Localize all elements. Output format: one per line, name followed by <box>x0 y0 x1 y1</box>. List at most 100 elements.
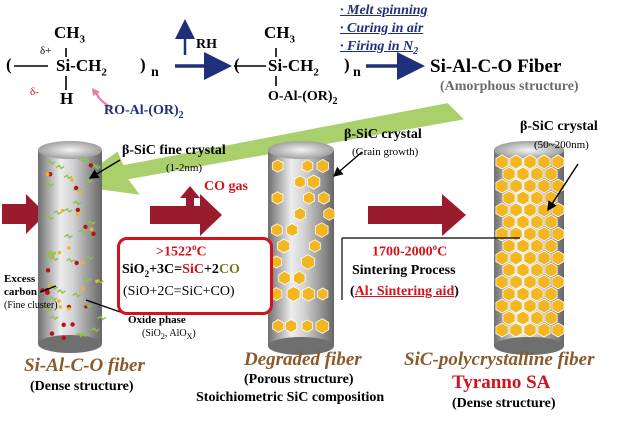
grain-hexagon <box>509 274 523 290</box>
grain-hexagon <box>495 226 509 242</box>
grain-hexagon <box>293 270 306 286</box>
sintering-aid-label: (Al: Sintering aid) <box>350 284 459 299</box>
fine-crystal-size: (1-2nm) <box>166 162 203 174</box>
grain-hexagon <box>516 166 530 182</box>
grain-hexagon <box>495 322 509 338</box>
grain-hexagon <box>544 238 558 254</box>
repeat-n-right: n <box>353 65 361 80</box>
arrow-fiber2-to-fiber3 <box>368 194 466 236</box>
crystal-2-label: β-SiC crystal <box>344 127 422 142</box>
grain-hexagon <box>530 190 544 206</box>
oxide-dot <box>61 335 66 340</box>
carbon-cluster-mark <box>78 228 88 234</box>
fine-crystal-dot <box>89 227 94 231</box>
fiber-1-cylinder <box>38 141 102 353</box>
grain-hexagon <box>509 178 523 194</box>
grain-hexagon <box>502 286 516 302</box>
grain-hexagon <box>316 158 329 174</box>
carbon-cluster-mark <box>82 277 92 283</box>
aluminum-alkoxide: RO-Al-(OR)2 <box>104 103 184 121</box>
methyl-left: CH3 <box>54 23 85 46</box>
carbon-label: carbon <box>4 286 37 298</box>
grain-hexagon <box>523 250 537 266</box>
grain-hexagon <box>301 319 314 333</box>
oxide-dot <box>74 260 79 266</box>
grain-hexagon <box>495 178 509 194</box>
fine-crystal-dot <box>67 245 71 250</box>
carbon-cluster-mark <box>55 164 65 170</box>
grain-hexagon <box>516 238 530 254</box>
grain-hexagon <box>495 202 509 218</box>
pointer-crystal-3 <box>547 163 579 212</box>
grain-hexagon <box>509 226 523 242</box>
silane-chain-right: Si-CH2 <box>268 56 319 79</box>
grain-hexagon <box>516 214 530 230</box>
fiber-1-name: Si-Al-C-O fiber <box>24 355 145 376</box>
hydrogen-label: H <box>60 89 74 108</box>
grain-hexagon <box>502 214 516 230</box>
grain-hexagon <box>301 159 314 173</box>
grain-hexagon <box>516 190 530 206</box>
carbon-cluster-mark <box>43 306 53 312</box>
grain-hexagon <box>278 270 291 286</box>
reaction-temperature: >1522oC <box>156 242 207 260</box>
grain-hexagon <box>315 318 330 334</box>
grain-hexagon <box>323 207 336 221</box>
grain-hexagon <box>509 298 523 314</box>
grain-hexagon <box>544 214 558 230</box>
grain-hexagon <box>537 322 551 338</box>
pointer-excess-carbon <box>39 285 57 293</box>
fine-crystal-dot <box>57 299 61 303</box>
process-step-3: · Firing in N2 <box>340 39 419 57</box>
grain-hexagon <box>537 250 551 266</box>
grain-hexagon <box>301 254 315 270</box>
oxide-dot <box>83 224 88 230</box>
grain-hexagon <box>537 226 551 242</box>
fiber-1-structure: (Dense structure) <box>30 379 134 394</box>
grain-hexagon <box>530 238 544 254</box>
fine-crystal-dot <box>70 178 74 182</box>
fiber-2-composition: Stoichiometric SiC composition <box>196 390 385 405</box>
carbon-cluster-mark <box>82 303 92 308</box>
carbon-cluster-mark <box>46 251 56 257</box>
grain-hexagon <box>516 262 530 278</box>
paren-open-left: ( <box>6 55 12 74</box>
co-gas-label: CO gas <box>204 179 248 194</box>
grain-hexagon <box>272 319 285 333</box>
fiber-1-inclusions <box>40 156 107 340</box>
grain-hexagon <box>271 159 284 173</box>
reaction-equation-2: (SiO+2C=SiC+CO) <box>123 284 235 299</box>
pointer-fine-crystal <box>88 159 121 179</box>
fine-crystal-dot <box>58 305 63 309</box>
fiber-3-name: SiC-polycrystalline fiber <box>404 349 595 370</box>
grain-hexagon <box>551 154 565 170</box>
oxide-dot <box>88 163 94 168</box>
grain-hexagon <box>294 207 307 221</box>
grain-hexagon <box>316 287 329 301</box>
reaction-box <box>117 237 273 315</box>
grain-hexagon <box>516 310 530 326</box>
fiber-2-name: Degraded fiber <box>244 349 362 370</box>
pointer-grain-growth <box>332 151 363 177</box>
grain-hexagon <box>551 298 565 314</box>
grain-hexagon <box>301 286 316 302</box>
grain-hexagon <box>495 154 509 170</box>
grain-hexagon <box>537 154 551 170</box>
grain-hexagon <box>537 298 551 314</box>
fine-crystal-label: β-SiC fine crystal <box>122 143 226 158</box>
grain-hexagon <box>495 250 509 266</box>
crystal-3-size: (50~200nm) <box>534 139 589 151</box>
oxide-phase-detail: (SiO2, AlOX) <box>142 328 196 341</box>
grain-hexagon <box>530 262 544 278</box>
carbon-cluster-mark <box>45 181 55 187</box>
grain-hexagon <box>530 214 544 230</box>
grain-hexagon <box>317 191 330 205</box>
grain-hexagon <box>551 178 565 194</box>
carbon-cluster-mark <box>92 164 101 170</box>
fine-crystal-dot <box>81 261 85 265</box>
carbon-cluster-mark <box>63 207 73 213</box>
delta-plus: δ+ <box>40 45 52 57</box>
carbon-cluster-mark <box>90 327 100 333</box>
grain-hexagon <box>516 286 530 302</box>
paren-close-left: ) <box>140 55 146 74</box>
